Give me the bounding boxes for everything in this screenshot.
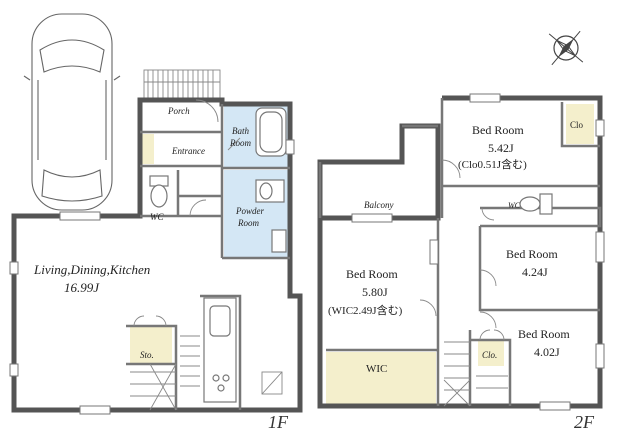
closet-bedroom1-label: Clo: [570, 120, 584, 130]
entrance-storage-fill: [142, 134, 154, 164]
compass-rose-icon: [548, 30, 584, 66]
toilet-2f-icon: [519, 193, 553, 215]
stair-storage-fill: [130, 326, 172, 364]
floor-1-label: 1F: [268, 412, 289, 432]
stairs-1f: [130, 335, 200, 411]
powder-room-label-line1: Powder: [235, 206, 264, 216]
bedroom1-size-label: 5.42J: [488, 141, 514, 155]
washbasin-icon: [255, 179, 287, 253]
closet-bedroom4-fill: [478, 340, 504, 366]
wc-2f-label: WC: [508, 201, 521, 210]
ldk-name-label: Living,Dining,Kitchen: [33, 262, 150, 277]
closet-bedroom1-fill: [566, 104, 594, 144]
bathroom-label-line2: Room: [229, 138, 251, 148]
powder-room-label-line2: Room: [237, 218, 259, 228]
bedroom1-name-label: Bed Room: [472, 123, 524, 137]
doors-1f: [133, 99, 283, 395]
doors-2f: [419, 159, 505, 341]
wc-1f-label: WC: [150, 212, 164, 222]
bedroom4-name-label: Bed Room: [518, 327, 570, 341]
windows-2f: [351, 93, 605, 411]
windows-1f: [9, 139, 295, 415]
floor-2-inner-walls: [326, 98, 602, 406]
wic-label: WIC: [366, 363, 387, 375]
floor-1-inner-walls: [126, 104, 290, 410]
storage-1f-label: Sto.: [140, 350, 154, 360]
bathtub-icon: [255, 107, 287, 157]
bedroom2-size-label: 5.80J: [362, 285, 388, 299]
bedroom3-size-label: 4.24J: [522, 265, 548, 279]
floor-2: Bed Room 5.42J (Clo0.51J含む) Clo Balcony …: [317, 93, 605, 432]
bathroom-label-line1: Bath: [232, 126, 249, 136]
porch-steps: [143, 69, 221, 101]
ldk-size-label: 16.99J: [64, 280, 100, 295]
floor-1-outer-wall: [11, 97, 303, 413]
balcony-label: Balcony: [364, 200, 394, 210]
stairs-2f: [443, 341, 508, 407]
car-icon: [23, 13, 121, 211]
floor-1: Porch Entrance Bath Room Powder Room WC …: [9, 13, 303, 432]
bedroom2-name-label: Bed Room: [346, 267, 398, 281]
wic-fill: [326, 352, 436, 406]
balcony-outline: [318, 124, 438, 218]
kitchen-counter: [203, 297, 237, 403]
bedroom3-name-label: Bed Room: [506, 247, 558, 261]
bedroom4-size-label: 4.02J: [534, 345, 560, 359]
bedroom2-note-label: (WIC2.49J含む): [328, 303, 403, 317]
closet-bedroom4-label: Clo.: [482, 350, 497, 360]
toilet-icon: [149, 175, 169, 208]
porch-label: Porch: [167, 106, 190, 116]
bedroom1-note-label: (Clo0.51J含む): [458, 157, 527, 171]
floor-2-label: 2F: [574, 412, 595, 432]
entrance-label: Entrance: [171, 146, 205, 156]
